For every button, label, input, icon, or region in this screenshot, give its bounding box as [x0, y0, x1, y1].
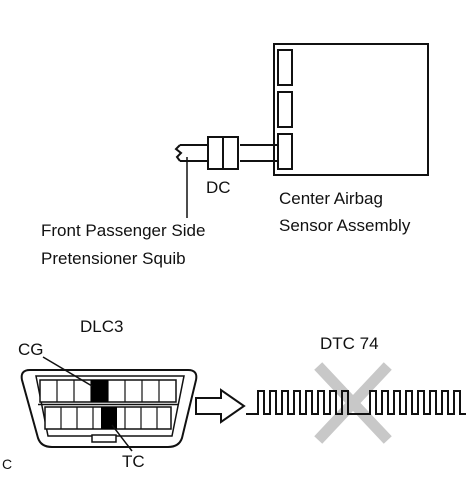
ecu-label-line1: Center Airbag: [279, 189, 383, 208]
squib-label-line2: Pretensioner Squib: [41, 249, 186, 268]
dlc3-connector: [20, 369, 198, 448]
wire-harness: [174, 144, 278, 162]
cross-mark: [314, 362, 392, 444]
squib-label-line1: Front Passenger Side: [41, 221, 205, 240]
sensor-connector-slot-2: [277, 91, 293, 128]
airbag-sensor-assembly: [273, 43, 429, 176]
sensor-connector-slot-1: [277, 49, 293, 86]
ecu-label-line2: Sensor Assembly: [279, 216, 411, 235]
dc-label: DC: [206, 178, 231, 197]
dtc-waveform: [246, 390, 466, 415]
cg-leader-line: [42, 356, 93, 387]
tc-pin: [101, 407, 117, 429]
dlc3-label: DLC3: [80, 317, 123, 336]
cg-pin: [91, 380, 108, 402]
sensor-connector-slot-3: [277, 133, 293, 170]
cg-label: CG: [18, 340, 44, 359]
tc-label: TC: [122, 452, 145, 471]
dc-connector: [207, 136, 239, 170]
output-arrow: [195, 388, 246, 424]
corner-label: C: [2, 456, 12, 472]
tc-leader-line: [111, 424, 133, 452]
dtc-label: DTC 74: [320, 334, 379, 353]
